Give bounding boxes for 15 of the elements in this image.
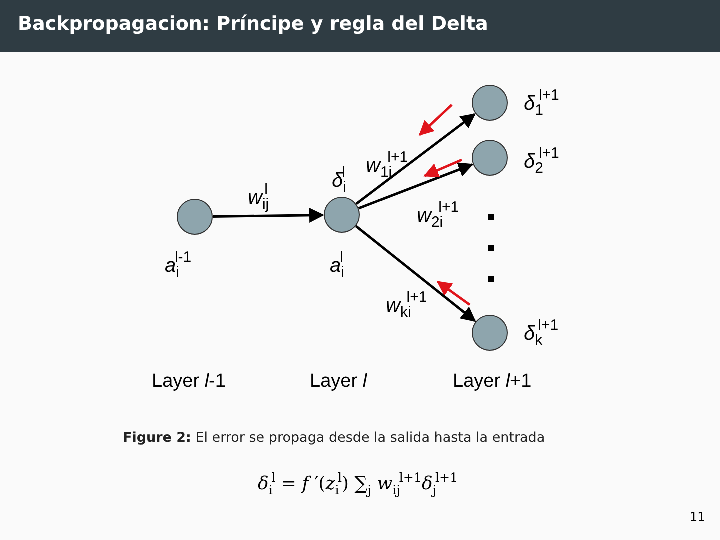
figure-caption: Figure 2: El error se propaga desde la salida hasta la entrada	[123, 430, 546, 446]
neuron-circle	[324, 197, 360, 233]
page-number: 11	[690, 510, 706, 524]
layer-label: Layer l	[310, 372, 368, 391]
neuron-circle	[177, 199, 213, 235]
arrow	[358, 162, 474, 210]
arrow	[355, 225, 476, 322]
neuron-circle	[472, 315, 508, 351]
layer-label: Layer l-1	[152, 372, 226, 391]
layer-label: Layer l+1	[453, 372, 532, 391]
slide-title: Backpropagacion: Príncipe y regla del Delta	[18, 13, 488, 35]
neuron-circle	[472, 85, 508, 121]
neuron-circle	[472, 140, 508, 176]
arrow	[212, 208, 324, 223]
arrow	[356, 113, 476, 206]
